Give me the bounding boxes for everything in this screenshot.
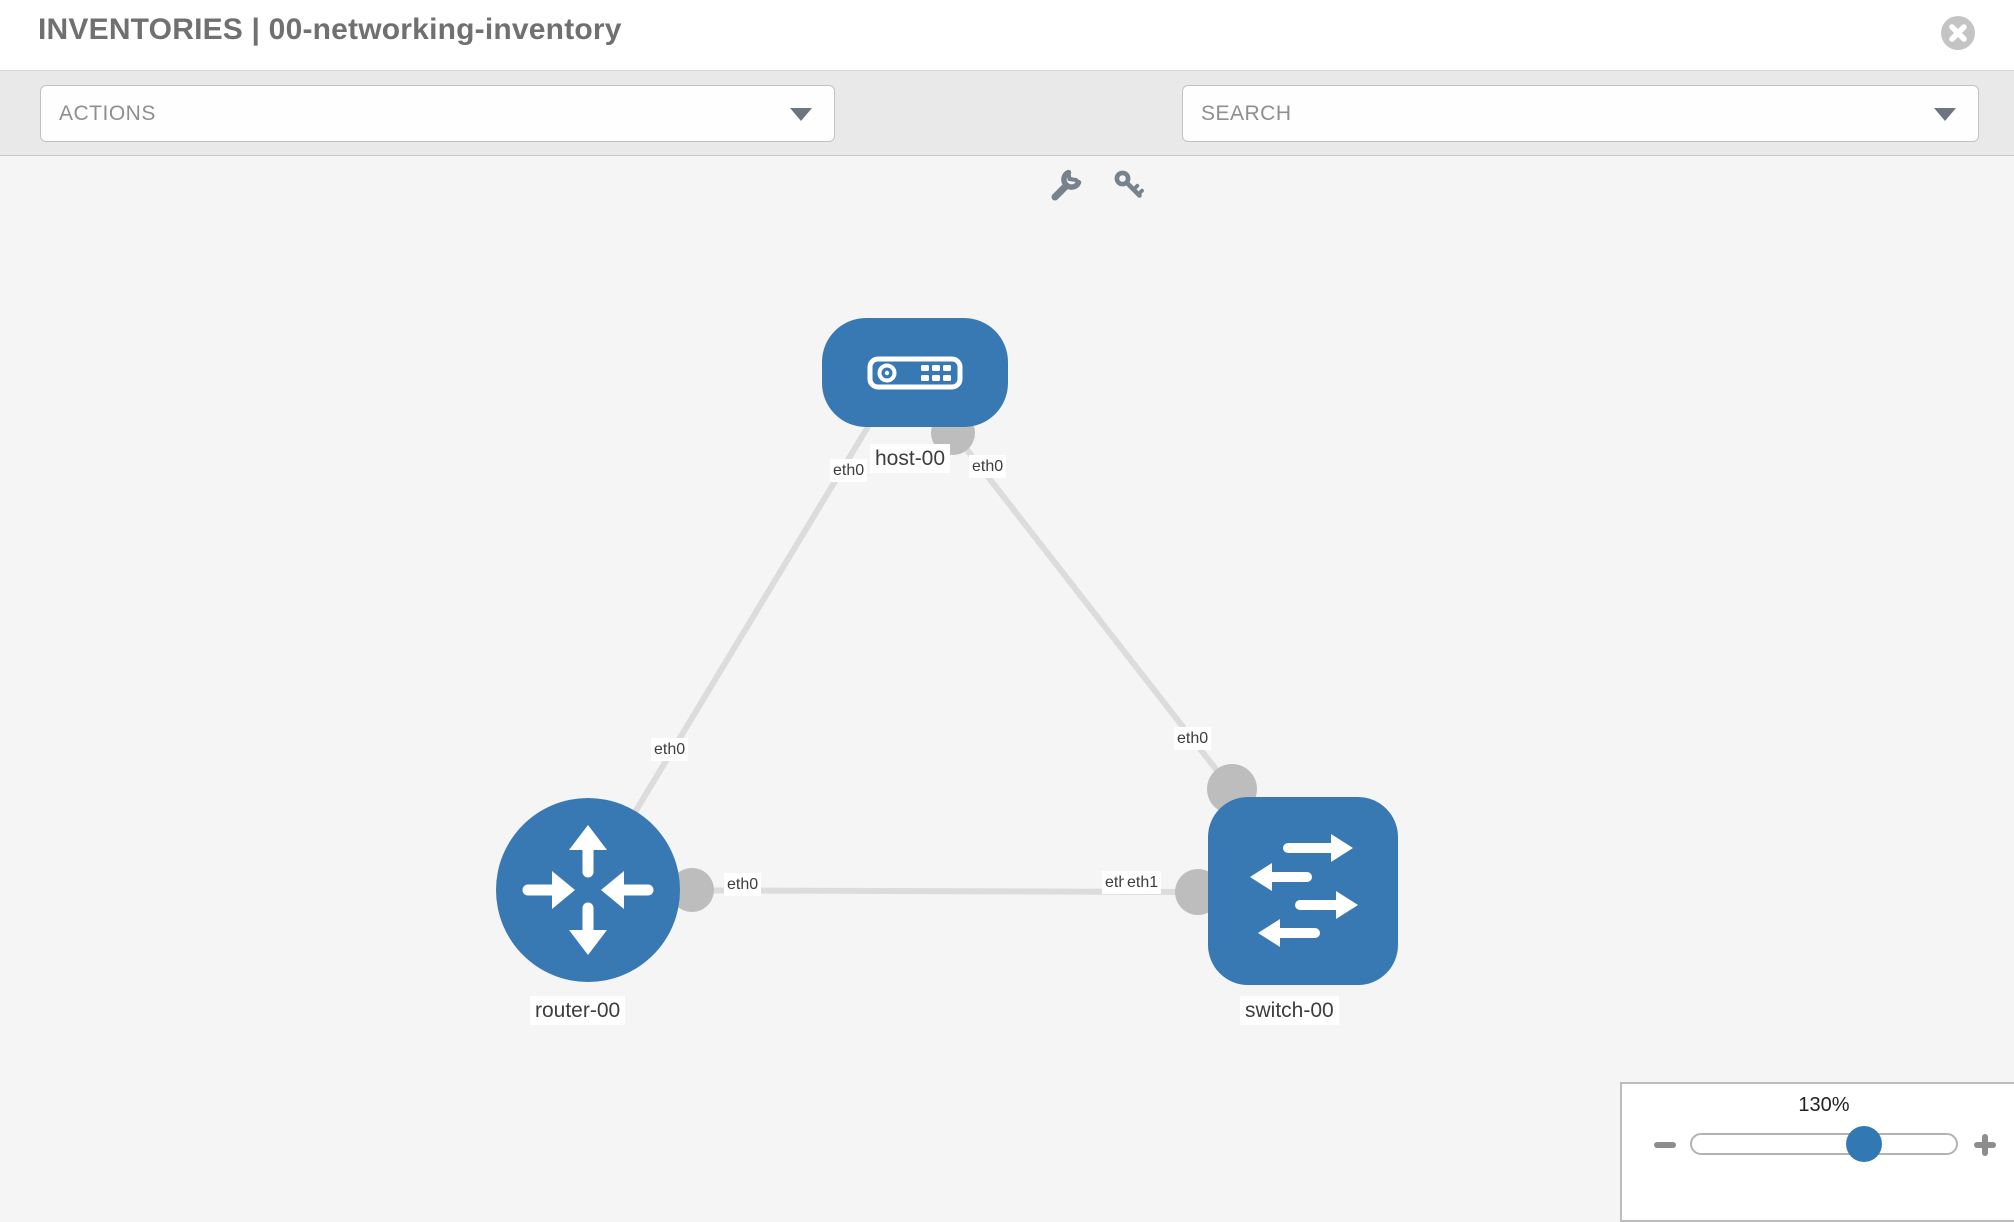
search-dropdown-placeholder: SEARCH (1201, 101, 1292, 125)
switch-arrows-icon (1250, 834, 1358, 947)
interface-label-eth0: eth0 (651, 738, 689, 761)
node-host-00[interactable] (822, 318, 1008, 427)
zoom-slider-handle[interactable] (1846, 1126, 1882, 1162)
zoom-control-panel: 130% (1620, 1082, 2014, 1222)
actions-dropdown-label: ACTIONS (59, 101, 156, 125)
toolbar: ACTIONS SEARC (0, 71, 2014, 201)
router-crossed-arrows-icon (522, 825, 654, 955)
wrench-icon (1051, 169, 1082, 201)
chevron-down-icon (790, 107, 812, 121)
interface-dot-router-eth0 (670, 868, 714, 912)
search-dropdown[interactable]: SEARCH (1182, 85, 1979, 142)
page-title: INVENTORIES | 00-networking-inventory (38, 13, 622, 46)
zoom-slider-track[interactable] (1690, 1133, 1958, 1155)
node-router-00[interactable] (496, 798, 680, 982)
tools-button[interactable] (1048, 167, 1084, 203)
interface-label-eth0: eth0 (724, 873, 762, 896)
node-label-switch-00: switch-00 (1240, 996, 1339, 1025)
close-button[interactable] (1940, 15, 1976, 51)
server-icon (867, 356, 963, 390)
interface-label-eth0: eth0 (969, 455, 1007, 478)
plus-icon-vbar (1982, 1134, 1988, 1156)
zoom-in-button[interactable] (1972, 1132, 2000, 1158)
actions-dropdown[interactable]: ACTIONS (40, 85, 835, 142)
node-label-host-00: host-00 (870, 444, 951, 473)
interface-label-eth0: eth0 (830, 459, 868, 482)
zoom-out-button[interactable] (1652, 1132, 1678, 1158)
zoom-level-value: 130% (1798, 1094, 1850, 1116)
interface-label-eth1: eth1 (1124, 871, 1162, 894)
x-circle-icon (1941, 16, 1975, 50)
interface-label-eth0: eth0 (1174, 727, 1212, 750)
chevron-down-icon (1934, 107, 1956, 121)
key-icon (1114, 170, 1144, 198)
minus-icon (1654, 1142, 1676, 1148)
credentials-button[interactable] (1112, 168, 1146, 202)
node-label-router-00: router-00 (530, 996, 626, 1025)
node-switch-00[interactable] (1208, 797, 1398, 985)
page-header: INVENTORIES | 00-networking-inventory (0, 0, 2014, 71)
